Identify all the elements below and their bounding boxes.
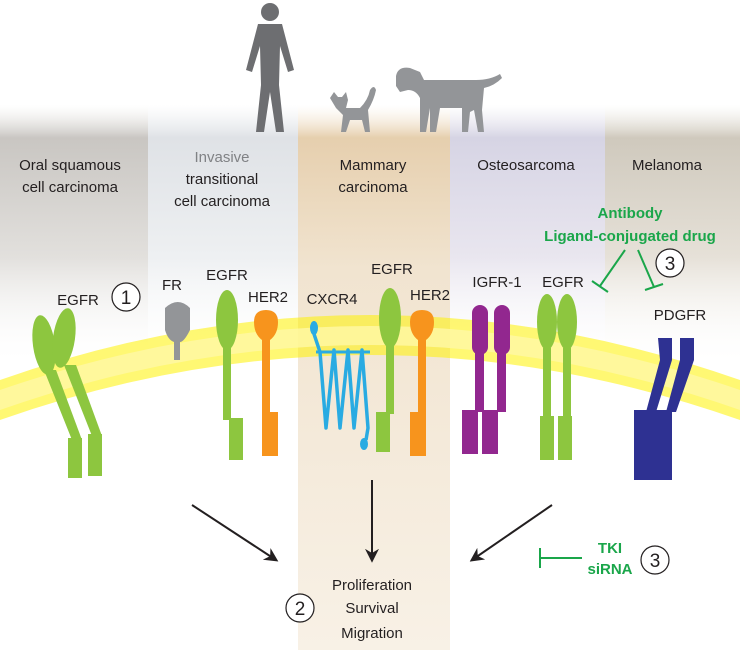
title-invasive-line3: cell carcinoma bbox=[174, 193, 271, 210]
cell-membrane bbox=[0, 315, 740, 420]
marker-3-top: 3 bbox=[665, 254, 676, 275]
human-silhouette-icon bbox=[246, 3, 294, 132]
label-igfr1: IGFR-1 bbox=[472, 274, 521, 291]
label-her2-mammary: HER2 bbox=[410, 287, 450, 304]
title-oral-line2: cell carcinoma bbox=[22, 179, 119, 196]
therapy-ligand-drug: Ligand-conjugated drug bbox=[544, 228, 716, 245]
inhibition-lines-top bbox=[591, 249, 664, 293]
label-fr: FR bbox=[162, 277, 182, 294]
inhibition-line-bottom bbox=[539, 548, 582, 568]
arrow-left bbox=[191, 504, 279, 562]
arrow-right bbox=[469, 504, 553, 562]
outcome-survival: Survival bbox=[345, 600, 398, 617]
title-osteosarcoma: Osteosarcoma bbox=[477, 157, 575, 174]
title-mammary-line2: carcinoma bbox=[338, 179, 408, 196]
igfr1-receptor bbox=[462, 305, 510, 454]
label-her2-invasive: HER2 bbox=[248, 289, 288, 306]
dog-silhouette-icon bbox=[396, 67, 502, 132]
therapy-antibody: Antibody bbox=[598, 205, 664, 222]
outcome-proliferation: Proliferation bbox=[332, 577, 412, 594]
label-egfr-osteosarcoma: EGFR bbox=[542, 274, 584, 291]
egfr-receptor-mammary bbox=[376, 288, 401, 452]
column-band-osteosarcoma bbox=[450, 105, 605, 650]
title-oral-line1: Oral squamous bbox=[19, 157, 121, 174]
her2-receptor-mammary bbox=[410, 310, 434, 456]
title-mammary-line1: Mammary bbox=[340, 157, 407, 174]
marker-2: 2 bbox=[295, 599, 306, 620]
her2-receptor-invasive bbox=[254, 310, 278, 456]
marker-1-circle bbox=[111, 282, 141, 312]
title-melanoma: Melanoma bbox=[632, 157, 703, 174]
cell-membrane-inner bbox=[0, 326, 740, 410]
therapy-sirna: siRNA bbox=[587, 561, 632, 578]
marker-3-top-circle bbox=[655, 248, 685, 278]
egfr-receptor-oral bbox=[32, 308, 102, 478]
outcome-migration: Migration bbox=[341, 625, 403, 642]
marker-3-bottom-circle bbox=[640, 545, 670, 575]
label-egfr-mammary: EGFR bbox=[371, 261, 413, 278]
marker-3-bottom: 3 bbox=[650, 551, 661, 572]
title-invasive-line1: Invasive bbox=[194, 149, 249, 166]
label-egfr-oral: EGFR bbox=[57, 292, 99, 309]
title-invasive-line2: transitional bbox=[186, 171, 259, 188]
label-pdgfr: PDGFR bbox=[654, 307, 707, 324]
cat-silhouette-icon bbox=[330, 87, 376, 132]
fr-receptor bbox=[165, 302, 190, 360]
label-cxcr4: CXCR4 bbox=[307, 291, 358, 308]
egfr-receptor-invasive bbox=[216, 290, 243, 460]
pdgfr-receptor bbox=[634, 338, 694, 480]
label-egfr-invasive: EGFR bbox=[206, 267, 248, 284]
cxcr4-receptor bbox=[310, 321, 370, 450]
egfr-receptor-osteosarcoma bbox=[537, 294, 577, 460]
marker-1: 1 bbox=[121, 288, 132, 309]
marker-2-circle bbox=[285, 593, 315, 623]
therapy-tki: TKI bbox=[598, 540, 622, 557]
